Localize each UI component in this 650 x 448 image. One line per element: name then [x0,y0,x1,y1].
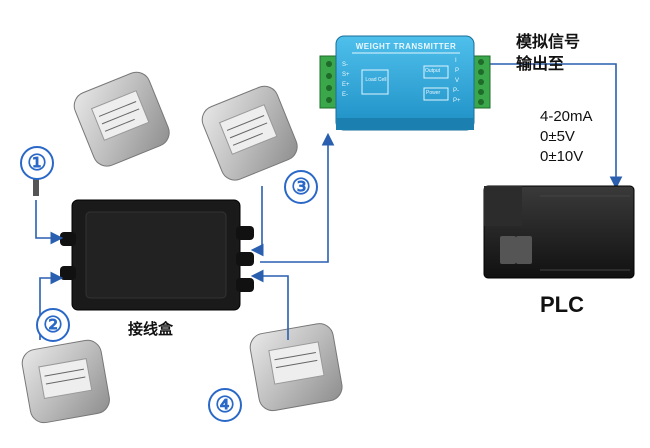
pin-e-plus: E+ [342,82,350,88]
analog-label-line2: 输出至 [516,54,565,73]
pin-v: V [455,78,460,84]
output-box-label: Output [425,68,441,74]
analog-label-line1: 模拟信号 [516,32,581,51]
pin-e-minus: E- [342,92,348,98]
plc-label: PLC [540,292,584,317]
signal-range-1: 4-20mA [540,108,593,125]
pin-s-minus: S- [342,62,348,68]
plc-unit [483,185,635,279]
pin-i: I [455,58,457,64]
transmitter-title: WEIGHT TRANSMITTER [355,42,457,51]
junction-box-label: 接线盒 [128,320,174,338]
sensor-number-1: ① [20,146,54,180]
signal-range-3: 0±10V [540,148,584,165]
load-cell-box-label: Load Cell [365,77,387,83]
pin-p-minus: P- [453,88,459,94]
weight-transmitter [319,35,491,131]
sensor-number-2: ② [36,308,70,342]
signal-range-2: 0±5V [540,128,575,145]
load-cell-4 [249,323,343,412]
sensor-number-3: ③ [284,170,318,204]
sensor-number-4: ④ [208,388,242,422]
load-cell-2 [21,339,110,424]
pin-p: P [455,68,460,74]
power-box-label: Power [426,90,441,96]
junction-box [60,199,254,311]
load-cell-1 [73,71,170,167]
pin-p-plus: P+ [453,98,461,104]
pin-s-plus: S+ [342,72,350,78]
load-cell-3 [201,85,298,181]
